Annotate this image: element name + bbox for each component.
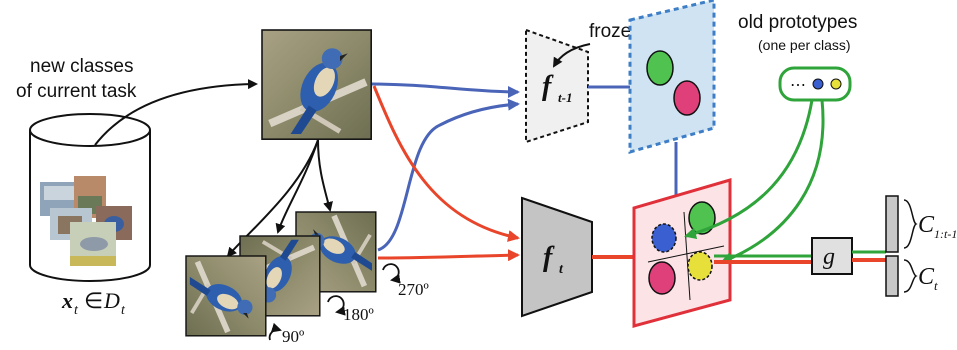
red-arrow-rotated xyxy=(377,249,520,262)
blue-arrow-original xyxy=(371,82,520,98)
new-pink-cluster xyxy=(648,261,676,295)
old-pink-cluster xyxy=(673,80,701,116)
input-D-sub: t xyxy=(121,303,126,318)
new-feature-space xyxy=(632,178,732,328)
rotation-arrows xyxy=(226,139,333,258)
prototype-blue-dot xyxy=(812,78,824,90)
blue-arrow-rotated xyxy=(377,98,520,252)
f-t-subscript: t xyxy=(559,262,564,277)
bird-image-original xyxy=(262,30,371,139)
f-t-label: f xyxy=(543,242,555,273)
g-label: g xyxy=(823,244,835,270)
classifier-g: g xyxy=(811,237,853,275)
f-prev-subscript: t-1 xyxy=(558,90,572,105)
output-logits-bar xyxy=(885,195,918,297)
c-old-subscript: 1:t-1 xyxy=(934,227,957,241)
prototype-yellow-dot xyxy=(830,78,842,90)
new-classes-label-line1: new classes xyxy=(30,56,134,77)
old-prototypes-box: ⋯ xyxy=(778,66,852,102)
frozen-model-f-prev: f t-1 xyxy=(525,28,589,144)
c-old-label: C xyxy=(918,212,935,238)
old-green-cluster xyxy=(646,50,674,86)
input-x: x xyxy=(61,288,73,313)
proto-yellow-point xyxy=(687,251,713,281)
dataset-thumbnails xyxy=(40,176,132,266)
proto-blue-point xyxy=(651,223,677,253)
bird-image-rot-90 xyxy=(186,256,266,336)
one-per-class-label: (one per class) xyxy=(758,37,851,53)
input-in-symbol: ∈ xyxy=(84,288,103,313)
c-new-subscript: t xyxy=(934,278,938,293)
rot-180-label: 180º xyxy=(343,305,374,324)
red-arrow-original xyxy=(372,85,520,242)
c-new-label: C xyxy=(918,264,935,290)
old-feature-space xyxy=(628,0,716,154)
rot-90-label: 90º xyxy=(282,327,304,346)
input-x-sub: t xyxy=(74,303,79,318)
old-prototypes-label: old prototypes xyxy=(738,12,857,33)
current-model-f-t: f t xyxy=(521,196,593,318)
green-arrow-proto-yellow xyxy=(720,99,825,264)
input-label: x t ∈ D t xyxy=(61,288,126,318)
new-classes-label-line2: of current task xyxy=(16,81,137,102)
rot-270-label: 270º xyxy=(398,280,429,299)
data-sampling-arrow xyxy=(94,79,258,146)
new-green-cluster xyxy=(688,201,716,235)
f-prev-label: f xyxy=(542,71,554,102)
green-arrow-proto-blue xyxy=(684,99,814,240)
frozen-pointer-arrow xyxy=(552,43,591,68)
rotation-labels: 270º 180º 90º xyxy=(268,263,429,346)
input-D: D xyxy=(103,288,120,313)
prototype-ellipsis: ⋯ xyxy=(790,77,806,94)
